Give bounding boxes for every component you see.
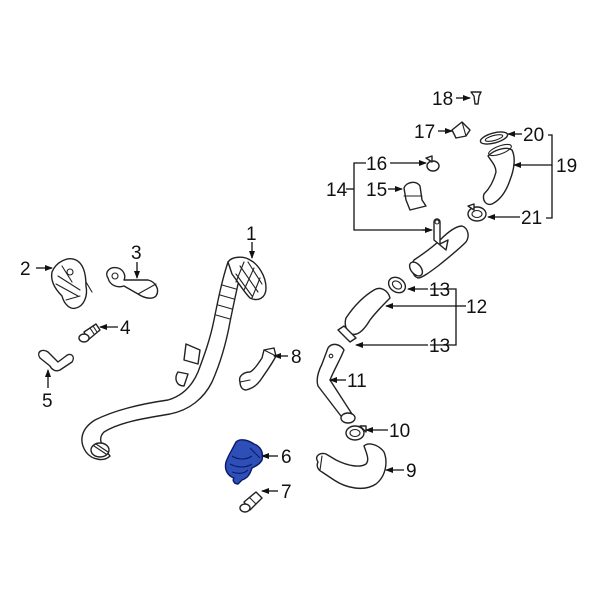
part-12-pipe[interactable] — [344, 287, 391, 336]
callout-6[interactable]: 6 — [281, 447, 292, 468]
part-20-gasket[interactable] — [479, 130, 509, 147]
part-18-pin[interactable] — [470, 91, 482, 105]
callout-labels: 1 2 3 4 5 6 7 8 9 10 11 12 13 13 14 15 1… — [20, 89, 577, 503]
callout-11[interactable]: 11 — [347, 371, 367, 392]
callout-4[interactable]: 4 — [120, 318, 131, 339]
callout-19[interactable]: 19 — [556, 156, 577, 177]
callout-12[interactable]: 12 — [466, 297, 487, 318]
part-14-pipe-outlet[interactable] — [407, 218, 469, 279]
part-2-bracket[interactable] — [50, 258, 93, 310]
part-10-clamp[interactable] — [345, 425, 367, 441]
callout-20[interactable]: 20 — [523, 125, 544, 146]
callout-10[interactable]: 10 — [389, 421, 410, 442]
part-7-bolt[interactable] — [239, 491, 263, 513]
callout-13b[interactable]: 13 — [429, 336, 450, 357]
part-17-sensor[interactable] — [451, 121, 471, 139]
part-11-pipe[interactable] — [316, 343, 356, 424]
callout-2[interactable]: 2 — [20, 259, 31, 280]
callout-17[interactable]: 17 — [414, 122, 435, 143]
part-9-hose[interactable] — [316, 443, 387, 490]
part-3-strap[interactable] — [106, 266, 159, 299]
part-15-fitting[interactable] — [403, 181, 427, 211]
part-16-clamp[interactable] — [425, 155, 440, 172]
callout-7[interactable]: 7 — [281, 482, 292, 503]
callout-16[interactable]: 16 — [366, 154, 387, 175]
part-21-clamp[interactable] — [467, 203, 487, 222]
callout-3[interactable]: 3 — [131, 243, 142, 264]
callout-15[interactable]: 15 — [366, 180, 387, 201]
part-4-bolt[interactable] — [78, 323, 101, 343]
leader-lines — [36, 95, 553, 494]
part-8-hose[interactable] — [238, 347, 277, 391]
callout-9[interactable]: 9 — [406, 461, 417, 482]
callout-21[interactable]: 21 — [521, 208, 542, 229]
part-5-small-hose[interactable] — [38, 349, 75, 372]
part-6-highlighted-housing[interactable] — [224, 439, 264, 485]
callout-1[interactable]: 1 — [246, 224, 257, 245]
part-13a-o-ring[interactable] — [386, 274, 409, 296]
callout-14[interactable]: 14 — [326, 180, 348, 201]
callout-5[interactable]: 5 — [42, 391, 53, 412]
part-19-bent-hose[interactable] — [482, 142, 515, 206]
callout-18[interactable]: 18 — [432, 89, 453, 110]
callout-13a[interactable]: 13 — [429, 280, 450, 301]
part-13b-ring[interactable] — [337, 325, 357, 343]
callout-8[interactable]: 8 — [291, 347, 302, 368]
part-1-coolant-pipe[interactable] — [81, 256, 267, 461]
